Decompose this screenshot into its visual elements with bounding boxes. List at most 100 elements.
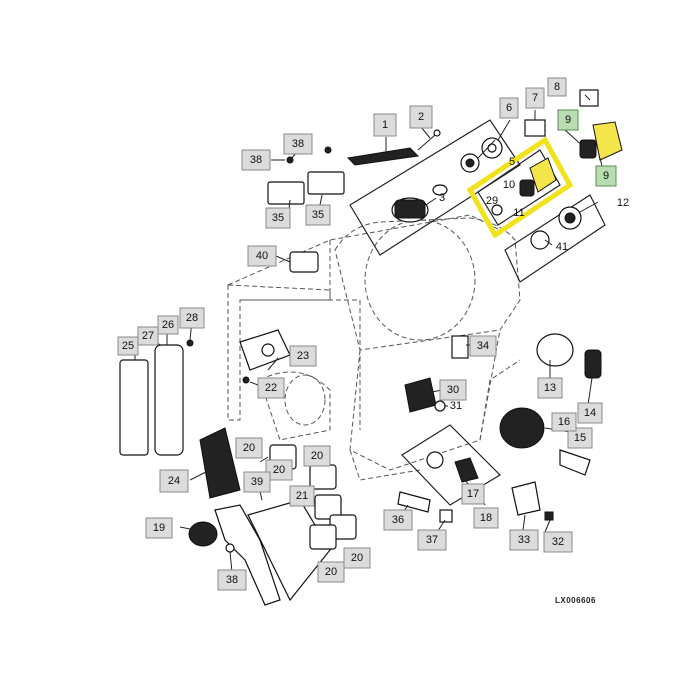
- callout-20-c: 20: [265, 459, 293, 481]
- svg-text:38: 38: [250, 154, 262, 166]
- switch-part-17: [426, 451, 444, 469]
- svg-text:20: 20: [325, 566, 337, 578]
- svg-text:13: 13: [544, 382, 556, 394]
- svg-text:14: 14: [584, 407, 596, 419]
- callout-31: 31: [450, 400, 462, 412]
- relay-20-b: [309, 464, 337, 490]
- callout-15: 15: [567, 427, 593, 449]
- highlighted-switch-box: [466, 136, 574, 239]
- callout-20-b: 20: [303, 445, 331, 467]
- svg-text:27: 27: [142, 330, 154, 342]
- callout-35-right: 35: [305, 204, 331, 226]
- svg-text:2: 2: [418, 111, 424, 123]
- callout-38-bottom: 38: [217, 569, 247, 591]
- callout-1: 1: [373, 113, 397, 137]
- svg-text:29: 29: [486, 195, 498, 207]
- connector-25: [119, 359, 149, 456]
- switch-box-18: [401, 424, 501, 506]
- svg-text:20: 20: [243, 442, 255, 454]
- svg-text:34: 34: [477, 340, 489, 352]
- module-24: [199, 427, 241, 499]
- console-frame: [227, 214, 521, 481]
- svg-text:36: 36: [392, 514, 404, 526]
- switch-part-5: [460, 153, 480, 173]
- callout-35-left: 35: [265, 207, 291, 229]
- rocker-switch-33: [511, 481, 541, 516]
- callout-29: 29: [486, 195, 498, 207]
- svg-text:19: 19: [153, 522, 165, 534]
- key-part-17: [454, 457, 479, 483]
- indicator-box-12: [504, 194, 606, 283]
- callout-28: 28: [179, 307, 205, 329]
- callout-20-a: 20: [235, 437, 263, 459]
- connector-26: [154, 344, 184, 456]
- rocker-switch-9: [579, 121, 623, 161]
- svg-text:33: 33: [518, 534, 530, 546]
- callout-22: 22: [257, 377, 285, 399]
- svg-text:32: 32: [552, 536, 564, 548]
- svg-text:38: 38: [226, 574, 238, 586]
- svg-text:26: 26: [162, 319, 174, 331]
- callout-3: 3: [439, 192, 445, 204]
- svg-text:31: 31: [450, 400, 462, 412]
- svg-text:40: 40: [256, 250, 268, 262]
- svg-text:3: 3: [439, 192, 445, 204]
- bracket-35-left: [267, 156, 305, 205]
- callout-37: 37: [417, 529, 447, 551]
- callout-20-e: 20: [317, 561, 345, 583]
- svg-text:38: 38: [292, 138, 304, 150]
- callout-40: 40: [247, 245, 277, 267]
- clip-32: [544, 511, 554, 521]
- bracket-23-hole: [261, 343, 275, 357]
- callout-36: 36: [383, 509, 413, 531]
- indicator-34: [451, 335, 469, 359]
- plug-28: [186, 339, 194, 347]
- bracket-35-right: [307, 146, 345, 195]
- sensor-36: [397, 491, 431, 513]
- callout-9-bottom: 9: [595, 165, 617, 187]
- callout-14: 14: [577, 402, 603, 424]
- callout-6: 6: [499, 97, 519, 119]
- relay-20-c: [314, 494, 342, 520]
- relay-20-e: [309, 524, 337, 550]
- callout-12: 12: [617, 197, 629, 209]
- callout-20-d: 20: [343, 547, 371, 569]
- callout-24: 24: [159, 469, 189, 493]
- callout-30: 30: [439, 379, 467, 401]
- cable-end-2: [433, 129, 441, 137]
- svg-text:10: 10: [503, 179, 515, 191]
- relay-40: [289, 251, 319, 273]
- svg-text:22: 22: [265, 382, 277, 394]
- switch-panel-box: [349, 119, 521, 256]
- svg-text:41: 41: [556, 241, 568, 253]
- callout-16: 16: [551, 412, 577, 432]
- callout-23: 23: [289, 345, 317, 367]
- callout-11: 11: [513, 207, 524, 219]
- rotary-switch-13: [536, 333, 574, 367]
- ignition-switch-part: [391, 184, 448, 223]
- callout-25: 25: [117, 336, 139, 356]
- bracket-39: [214, 504, 281, 606]
- switch-30: [404, 377, 437, 413]
- callout-34: 34: [469, 335, 497, 357]
- svg-text:24: 24: [168, 475, 180, 487]
- callout-41: 41: [556, 241, 568, 253]
- svg-text:12: 12: [617, 197, 629, 209]
- handle-part-1: [346, 147, 420, 166]
- switch-part-6: [481, 137, 503, 159]
- svg-text:18: 18: [480, 512, 492, 524]
- callout-18: 18: [473, 507, 499, 529]
- svg-text:9: 9: [603, 170, 609, 182]
- callout-9-top: 9: [557, 109, 579, 131]
- callout-17: 17: [461, 483, 485, 505]
- svg-text:20: 20: [311, 450, 323, 462]
- callout-38-top: 38: [283, 133, 313, 155]
- part-8-component: [579, 89, 599, 107]
- svg-text:11: 11: [513, 207, 524, 219]
- callout-33: 33: [509, 529, 539, 551]
- svg-text:23: 23: [297, 350, 309, 362]
- svg-text:37: 37: [426, 534, 438, 546]
- svg-text:5: 5: [509, 156, 515, 168]
- part-7-component: [524, 119, 546, 137]
